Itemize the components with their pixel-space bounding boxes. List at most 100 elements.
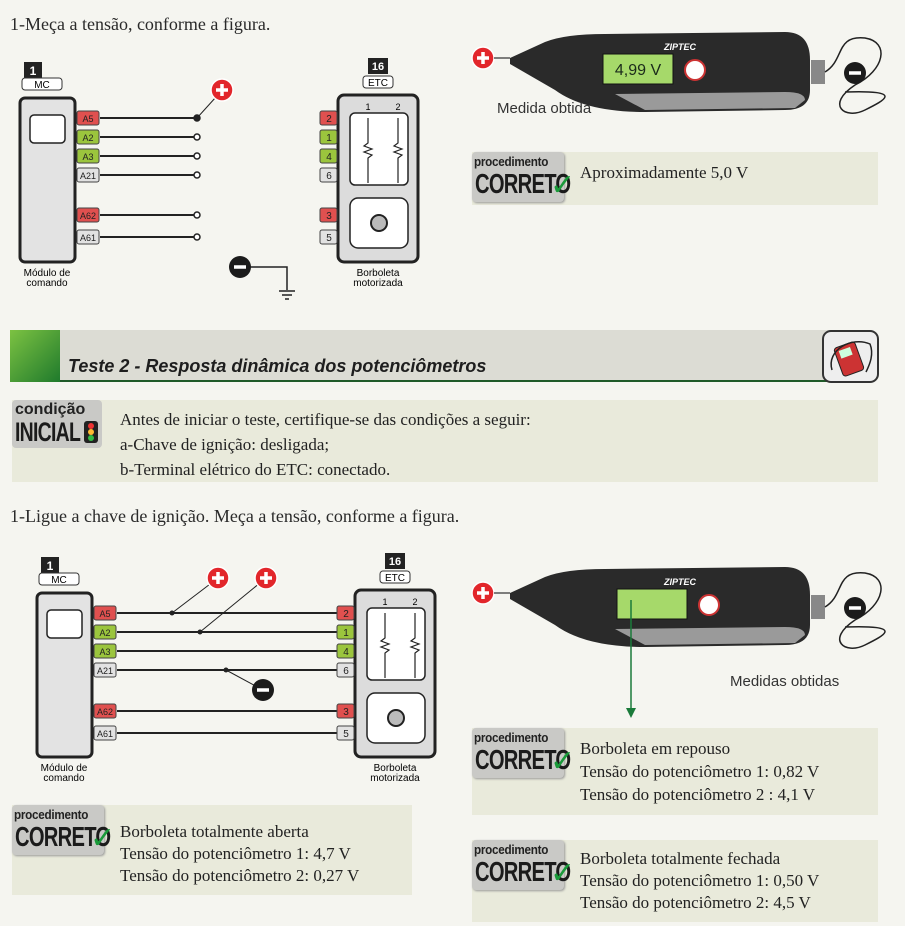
plus-probe-icon — [254, 566, 278, 590]
etc-pin-label: 2 — [343, 609, 349, 620]
mc-pin-A62 — [93, 703, 117, 719]
etc-pin-label: 2 — [326, 114, 332, 125]
etc-pin-3 — [336, 703, 355, 719]
mc-chip — [46, 609, 83, 639]
mc-pin-label: A5 — [82, 114, 93, 124]
mc-pin-label: A3 — [82, 152, 93, 162]
etc-pin-3 — [319, 207, 338, 223]
mc-number-box — [41, 557, 59, 573]
etc-pin-5 — [319, 229, 338, 245]
meter-stripe — [615, 92, 805, 110]
meter-cable — [824, 37, 886, 114]
etc-pin-label: 1 — [326, 133, 332, 144]
meter-reading: 4,99 V — [615, 62, 662, 79]
condition-line: Antes de iniciar o teste, certifique-se … — [120, 410, 531, 429]
badge-main-text: CORRETO — [475, 744, 571, 775]
mc-caption: Módulo de — [41, 763, 88, 774]
pot-label: 1 — [382, 597, 387, 607]
meter1-caption: Medida obtida — [497, 100, 592, 117]
initial-condition-box: condição INICIAL Antes de iniciar o test… — [12, 400, 878, 482]
badge-top-text: procedimento — [474, 842, 549, 857]
meter-logo — [684, 59, 706, 81]
plus-probe-icon — [206, 566, 230, 590]
step1-instruction: 1-Meça a tensão, conforme a figura. — [10, 14, 271, 34]
etc-pin-6 — [336, 662, 355, 678]
mc-chip — [29, 114, 66, 144]
meter-stripe — [615, 627, 805, 645]
plus-sign — [477, 587, 489, 599]
mc-pin-label: A62 — [80, 211, 96, 221]
potentiometer-symbol — [409, 613, 421, 678]
procedure-line: Tensão do potenciômetro 1: 0,50 V — [580, 871, 820, 890]
etc-pin-4 — [319, 148, 338, 164]
section-banner: Teste 2 - Resposta dinâmica dos potenciô… — [10, 330, 840, 382]
pot-label: 2 — [412, 597, 417, 607]
step2-instruction: 1-Ligue a chave de ignição. Meça a tensã… — [10, 506, 460, 526]
ground-symbol — [250, 266, 295, 300]
mc-label-box — [21, 77, 63, 91]
procedure-line: Borboleta em repouso — [580, 739, 731, 758]
plus-sign — [216, 84, 228, 96]
mc-pin-label: A61 — [80, 233, 96, 243]
etc-pin-label: 6 — [326, 171, 332, 182]
plus-sign — [260, 572, 272, 584]
mc-pin-A62 — [76, 207, 100, 223]
wire-terminal — [193, 211, 201, 219]
plus-probe-icon — [210, 78, 234, 102]
mc-pin-A61 — [93, 725, 117, 741]
meter-cable-boot — [811, 60, 825, 84]
potentiometer-symbol — [379, 613, 391, 678]
etc-pin-label: 1 — [343, 628, 349, 639]
meter-brand: ZIPTEC — [663, 42, 697, 52]
etc-pin-6 — [319, 167, 338, 183]
banner-title: Teste 2 - Resposta dinâmica dos potenciô… — [68, 356, 487, 376]
badge-main-text: INICIAL — [15, 417, 81, 447]
meter-cable — [824, 572, 886, 649]
etc-pin-label: 4 — [343, 647, 349, 658]
mc-pin-A3 — [76, 148, 100, 164]
meter-lcd — [602, 53, 674, 85]
mc-pin-label: A21 — [97, 666, 113, 676]
pot-label: 2 — [395, 102, 400, 112]
etc-pin-4 — [336, 643, 355, 659]
potentiometer-block — [349, 112, 409, 186]
meter-brand: ZIPTEC — [663, 577, 697, 587]
etc-label-box — [379, 570, 411, 584]
etc-caption: Borboleta — [357, 268, 400, 279]
plus-sign — [212, 572, 224, 584]
badge-main-text: CORRETO — [15, 821, 111, 852]
mc-pin-label: A62 — [97, 707, 113, 717]
etc-caption: Borboleta — [374, 763, 417, 774]
etc-label: ETC — [368, 78, 388, 89]
etc-number: 16 — [389, 556, 401, 568]
etc-label: ETC — [385, 573, 405, 584]
traffic-light-icon — [84, 421, 98, 443]
etc-pin-label: 6 — [343, 666, 349, 677]
mc-caption: comando — [26, 278, 68, 289]
meter-lcd — [616, 588, 688, 620]
minus-probe-icon — [844, 597, 866, 619]
mc-number-box — [24, 62, 42, 78]
condition-line: a-Chave de ignição: desligada; — [120, 435, 330, 454]
procedure-line: Aproximadamente 5,0 V — [580, 163, 749, 182]
etc-number: 16 — [372, 61, 384, 73]
etc-label-box — [362, 75, 394, 89]
potentiometer-block — [366, 607, 426, 681]
etc-pin-1 — [319, 129, 338, 145]
badge-top-text: procedimento — [474, 154, 549, 169]
etc-caption: motorizada — [370, 773, 420, 784]
mc-pin-label: A5 — [99, 609, 110, 619]
multimeter-2: ZIPTEC — [471, 567, 886, 649]
banner-underline — [60, 380, 840, 382]
probe-lead — [199, 577, 267, 633]
etc-number-box — [385, 553, 405, 569]
mc-number: 1 — [47, 559, 54, 573]
